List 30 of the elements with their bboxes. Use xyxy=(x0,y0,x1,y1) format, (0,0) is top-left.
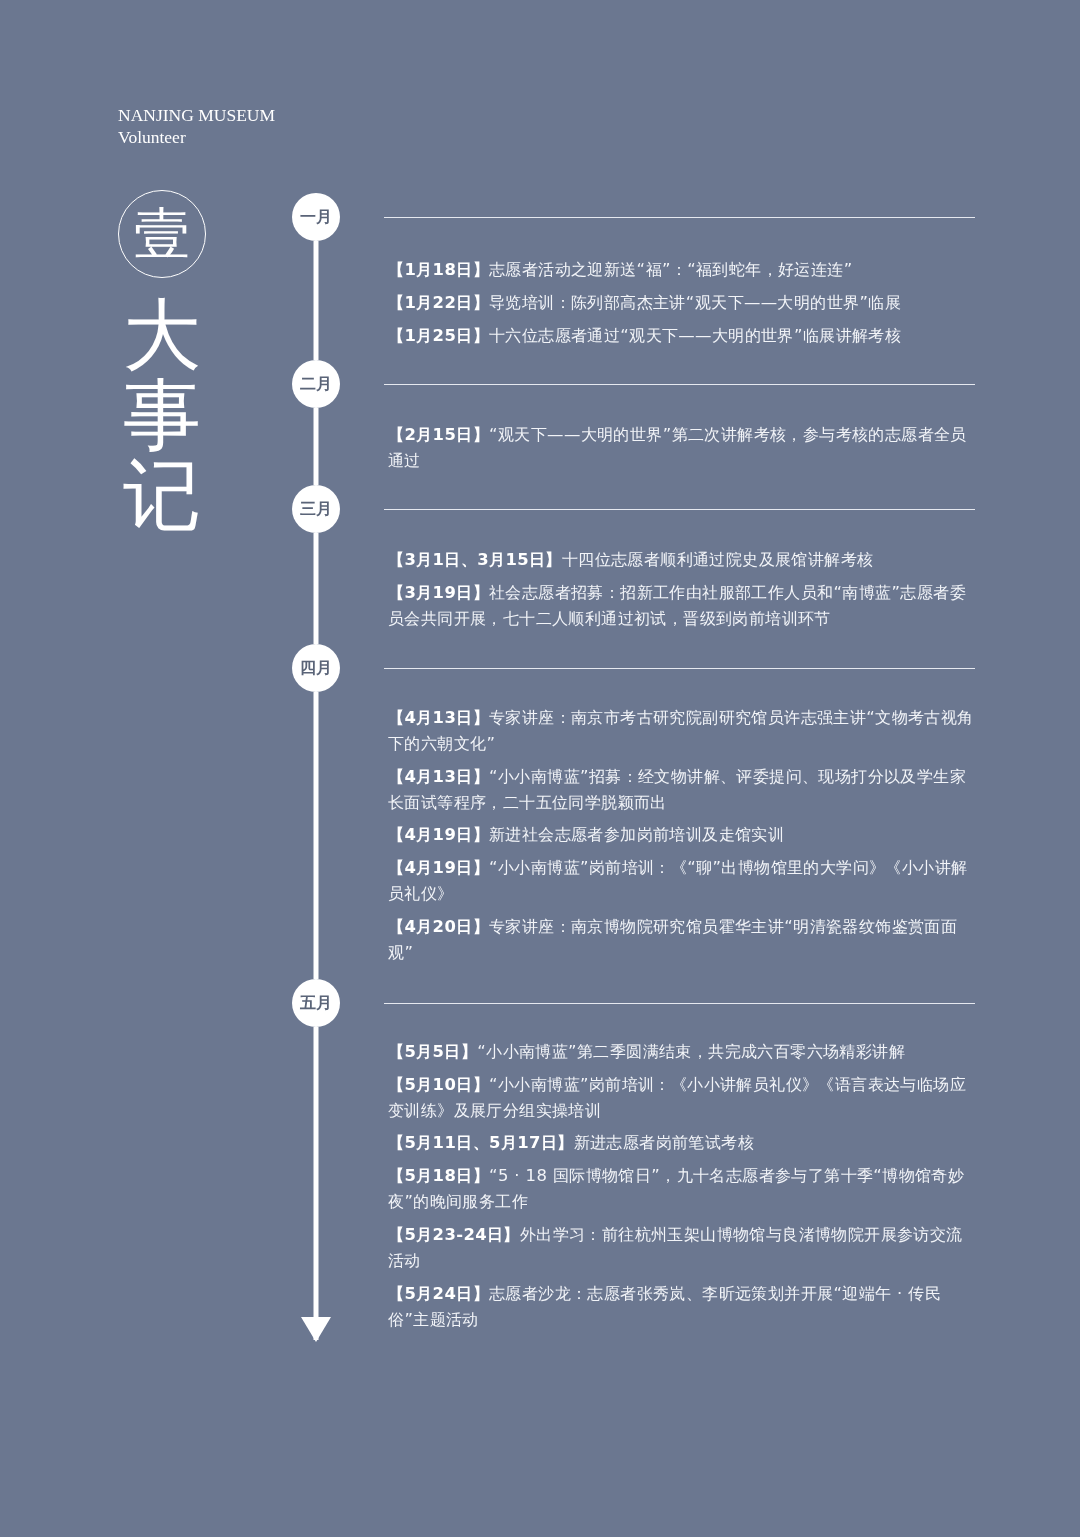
title: 大事记 xyxy=(122,296,202,536)
event-entry: 【5月23-24日】外出学习：前往杭州玉架山博物馆与良渚博物院开展参访交流活动 xyxy=(388,1224,964,1272)
event-entry: 【5月24日】志愿者沙龙：志愿者张秀岚、李昕远策划并开展“迎端午 · 传民俗”主题活动 xyxy=(388,1283,943,1331)
event-entry: 【2月15日】“观天下——大明的世界”第二次讲解考核，参与考核的志愿者全员通过 xyxy=(388,424,968,472)
month-circle: 三月 xyxy=(292,485,340,533)
timeline-arrow xyxy=(301,1027,331,1342)
event-entry: 【1月25日】十六位志愿者通过“观天下——大明的世界”临展讲解考核 xyxy=(388,325,903,347)
timeline-line xyxy=(313,241,319,360)
event-entry: 【4月20日】专家讲座：南京博物院研究馆员霍华主讲“明清瓷器纹饰鉴赏面面观” xyxy=(388,916,959,964)
museum-name: NANJING MUSEUM xyxy=(118,104,276,126)
event-entry: 【3月19日】社会志愿者招募：招新工作由社服部工作人员和“南博蓝”志愿者委员会共同开展，七十二人顺利通过初试，晋级到岗前培训环节 xyxy=(388,582,967,630)
month-circle: 五月 xyxy=(292,979,340,1027)
timeline-line xyxy=(313,692,319,979)
timeline-line xyxy=(313,533,319,644)
event-entry: 【5月18日】“5 · 18 国际博物馆日”，九十名志愿者参与了第十季“博物馆奇妙夜”的晚间服务工作 xyxy=(388,1165,966,1213)
month-circle: 二月 xyxy=(292,360,340,408)
event-entry: 【1月22日】导览培训：陈列部高杰主讲“观天下——大明的世界”临展 xyxy=(388,292,903,314)
subtitle: Volunteer xyxy=(118,126,186,148)
event-entry: 【5月11日、5月17日】新进志愿者岗前笔试考核 xyxy=(388,1132,756,1154)
event-entry: 【3月1日、3月15日】十四位志愿者顺利通过院史及展馆讲解考核 xyxy=(388,549,875,571)
event-entry: 【4月13日】专家讲座：南京市考古研究院副研究馆员许志强主讲“文物考古视角下的六朝文化” xyxy=(388,707,975,755)
event-entry: 【4月19日】“小小南博蓝”岗前培训：《“聊”出博物馆里的大学问》《小小讲解员礼仪》 xyxy=(388,857,969,905)
event-entry: 【5月5日】“小小南博蓝”第二季圆满结束，共完成六百零六场精彩讲解 xyxy=(388,1041,906,1063)
event-entry: 【4月19日】新进社会志愿者参加岗前培训及走馆实训 xyxy=(388,824,786,846)
event-entry: 【4月13日】“小小南博蓝”招募：经文物讲解、评委提问、现场打分以及学生家长面试等程序，二十五位同学脱颖而出 xyxy=(388,766,967,814)
event-entry: 【5月10日】“小小南博蓝”岗前培训：《小小讲解员礼仪》《语言表达与临场应变训练》及展厅分组实操培训 xyxy=(388,1074,967,1122)
month-circle: 一月 xyxy=(292,193,340,241)
event-entry: 【1月18日】志愿者活动之迎新送“福”：“福到蛇年，好运连连” xyxy=(388,259,854,281)
month-circle: 四月 xyxy=(292,644,340,692)
timeline-line xyxy=(313,408,319,485)
